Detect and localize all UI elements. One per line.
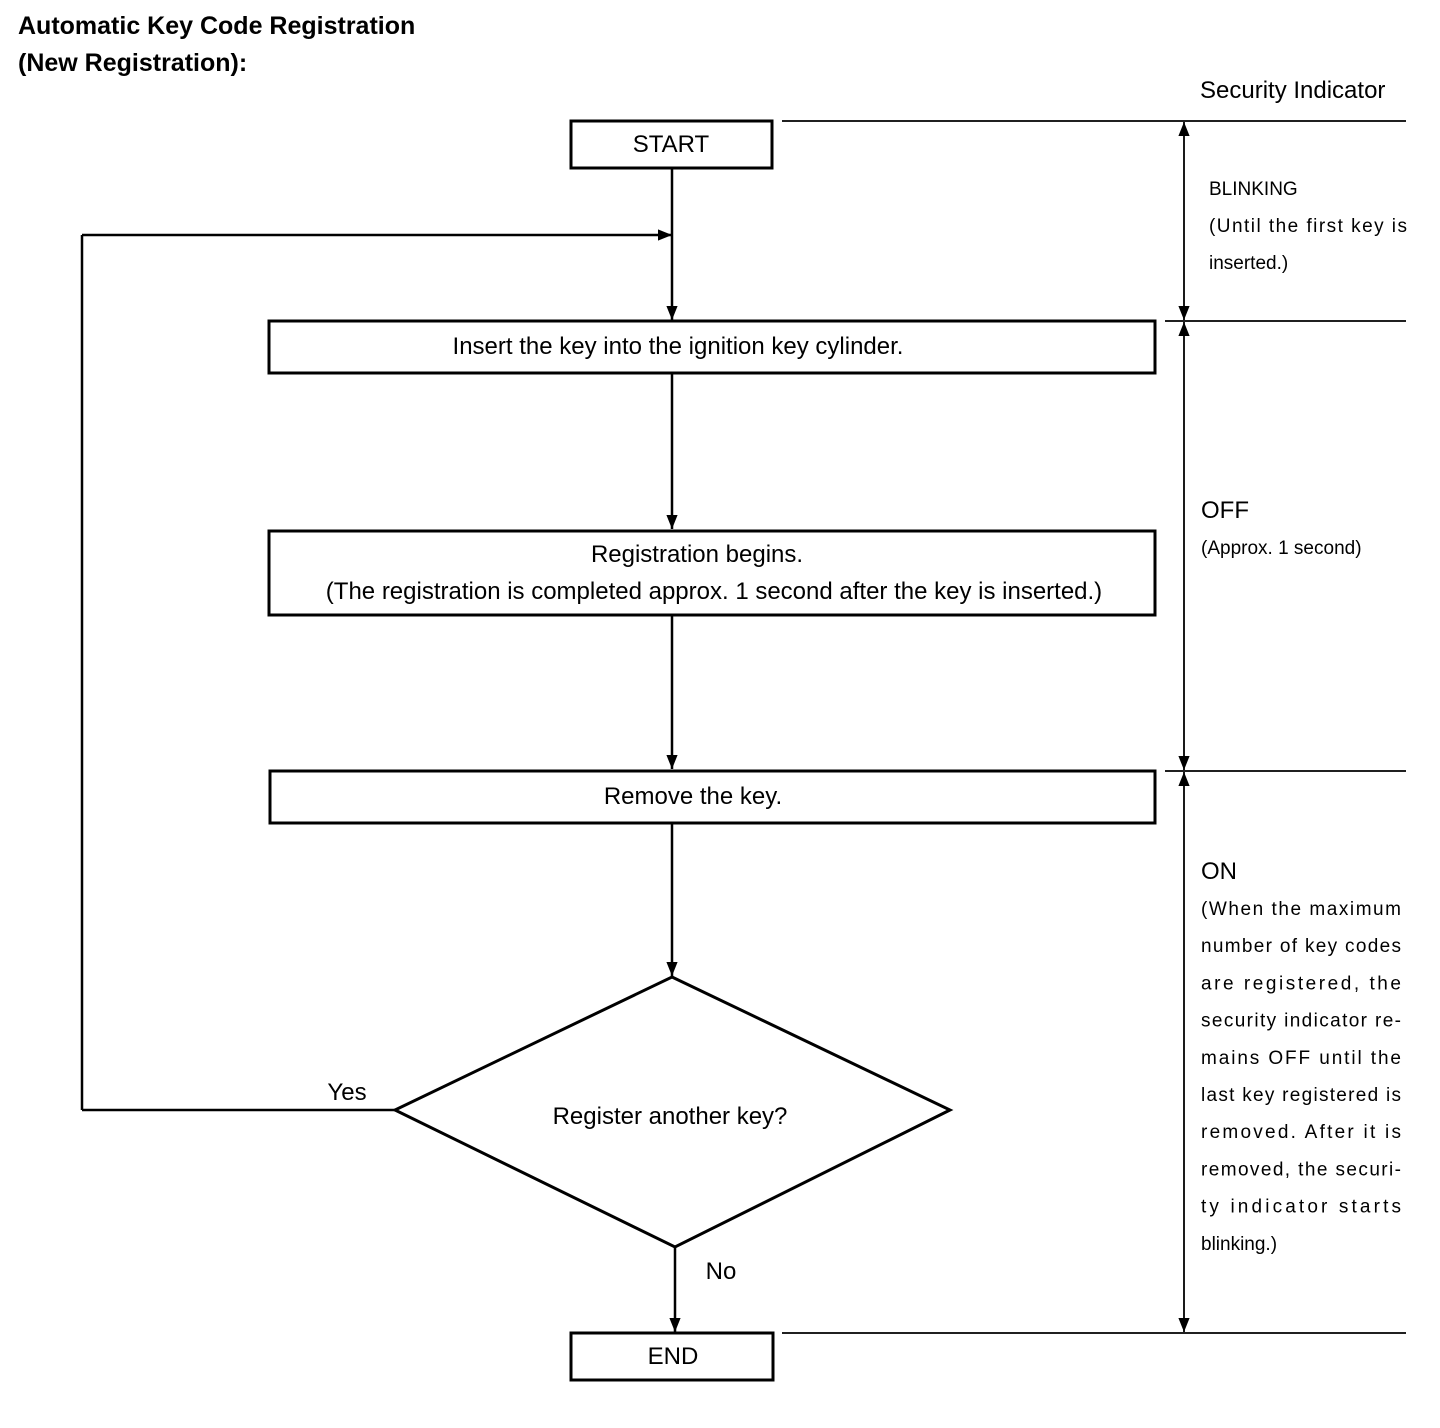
step-registration-begins: Registration begins. (The registration i… bbox=[267, 529, 1157, 617]
on-note-line: (When the maximum bbox=[1201, 899, 1401, 920]
end-label: END bbox=[648, 1343, 699, 1370]
step-remove-key-label: Remove the key. bbox=[604, 783, 782, 810]
on-note-line: number of key codes bbox=[1201, 936, 1401, 957]
step-insert-key: Insert the key into the ignition key cyl… bbox=[267, 319, 1157, 375]
start-label: START bbox=[633, 131, 710, 158]
yes-label: Yes bbox=[327, 1079, 366, 1106]
on-label: ON bbox=[1201, 858, 1237, 885]
indicator-timeline bbox=[782, 120, 1406, 1334]
on-note-line: removed, the securi- bbox=[1201, 1159, 1401, 1180]
decision-diamond: Register another key? bbox=[391, 975, 954, 1249]
on-note-line: are registered, the bbox=[1201, 973, 1401, 994]
blinking-note: (Until the first key is bbox=[1209, 216, 1407, 237]
end-box: END bbox=[569, 1331, 775, 1382]
step-registration-line2: (The registration is completed approx. 1… bbox=[326, 578, 1102, 605]
decision-label: Register another key? bbox=[553, 1103, 788, 1130]
no-label: No bbox=[706, 1258, 737, 1285]
on-note-line: mains OFF until the bbox=[1201, 1048, 1401, 1069]
off-note: (Approx. 1 second) bbox=[1201, 538, 1362, 559]
title-line1: Automatic Key Code Registration bbox=[18, 12, 415, 40]
on-note-line: ty indicator starts bbox=[1201, 1197, 1401, 1218]
step-insert-key-label: Insert the key into the ignition key cyl… bbox=[453, 333, 904, 360]
off-label: OFF bbox=[1201, 497, 1249, 524]
on-note-line: removed. After it is bbox=[1201, 1122, 1401, 1143]
on-note-line: security indicator re- bbox=[1201, 1011, 1401, 1032]
on-note-line: last key registered is bbox=[1201, 1085, 1401, 1106]
connectors bbox=[80, 168, 681, 1332]
on-note-line: blinking.) bbox=[1201, 1234, 1277, 1255]
blinking-label: BLINKING bbox=[1209, 179, 1298, 200]
title-line2: (New Registration): bbox=[18, 49, 247, 77]
start-box: START bbox=[569, 119, 774, 170]
on-note: (When the maximum number of key codes are … bbox=[1201, 899, 1401, 1255]
step-registration-line1: Registration begins. bbox=[591, 541, 803, 568]
blinking-note: inserted.) bbox=[1209, 253, 1288, 274]
step-remove-key: Remove the key. bbox=[268, 769, 1157, 825]
indicator-header: Security Indicator bbox=[1200, 77, 1385, 104]
